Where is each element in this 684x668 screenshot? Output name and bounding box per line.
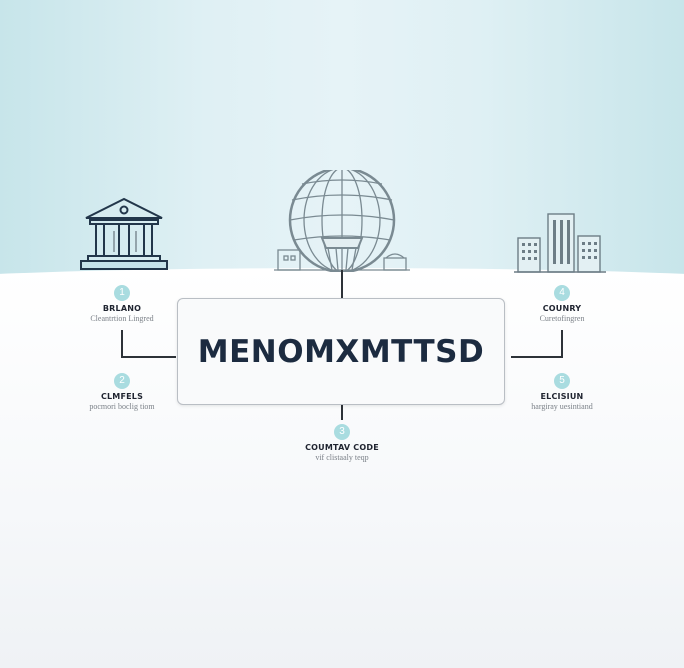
node-subtitle: pocmori boclig tiom bbox=[89, 402, 155, 411]
node-3: 3 COUMTAV CODE vif clistaaly teqp bbox=[282, 424, 402, 462]
number-badge: 4 bbox=[554, 285, 570, 301]
connector-left-vertical bbox=[121, 330, 123, 357]
node-5: 5 ELCISIUN hargiray uesintiand bbox=[502, 373, 622, 411]
city-buildings-icon bbox=[514, 213, 606, 273]
globe-icon bbox=[274, 170, 410, 272]
node-1: 1 BRLANO Cleantrtion Lingred bbox=[62, 285, 182, 323]
number-badge: 2 bbox=[114, 373, 130, 389]
node-4: 4 COUNRY Curetofingren bbox=[502, 285, 622, 323]
node-title: BRLANO bbox=[102, 304, 142, 313]
connector-top bbox=[341, 270, 343, 298]
center-title: MENOMXMTTSD bbox=[197, 333, 485, 370]
node-subtitle: Curetofingren bbox=[539, 314, 585, 323]
connector-bottom bbox=[341, 404, 343, 420]
bank-building-icon bbox=[80, 197, 168, 270]
number-badge: 1 bbox=[114, 285, 130, 301]
number-badge: 5 bbox=[554, 373, 570, 389]
node-title: COUNRY bbox=[542, 304, 582, 313]
node-subtitle: Cleantrtion Lingred bbox=[90, 314, 154, 323]
connector-right-vertical bbox=[561, 330, 563, 357]
node-2: 2 CLMFELS pocmori boclig tiom bbox=[62, 373, 182, 411]
node-subtitle: vif clistaaly teqp bbox=[315, 453, 369, 462]
node-title: CLMFELS bbox=[100, 392, 144, 401]
node-title: COUMTAV CODE bbox=[305, 443, 379, 452]
node-subtitle: hargiray uesintiand bbox=[531, 402, 593, 411]
number-badge: 3 bbox=[334, 424, 350, 440]
node-title: ELCISIUN bbox=[540, 392, 584, 401]
connector-right-horizontal bbox=[511, 356, 563, 358]
connector-left-horizontal bbox=[121, 356, 176, 358]
center-box: MENOMXMTTSD bbox=[177, 298, 505, 405]
